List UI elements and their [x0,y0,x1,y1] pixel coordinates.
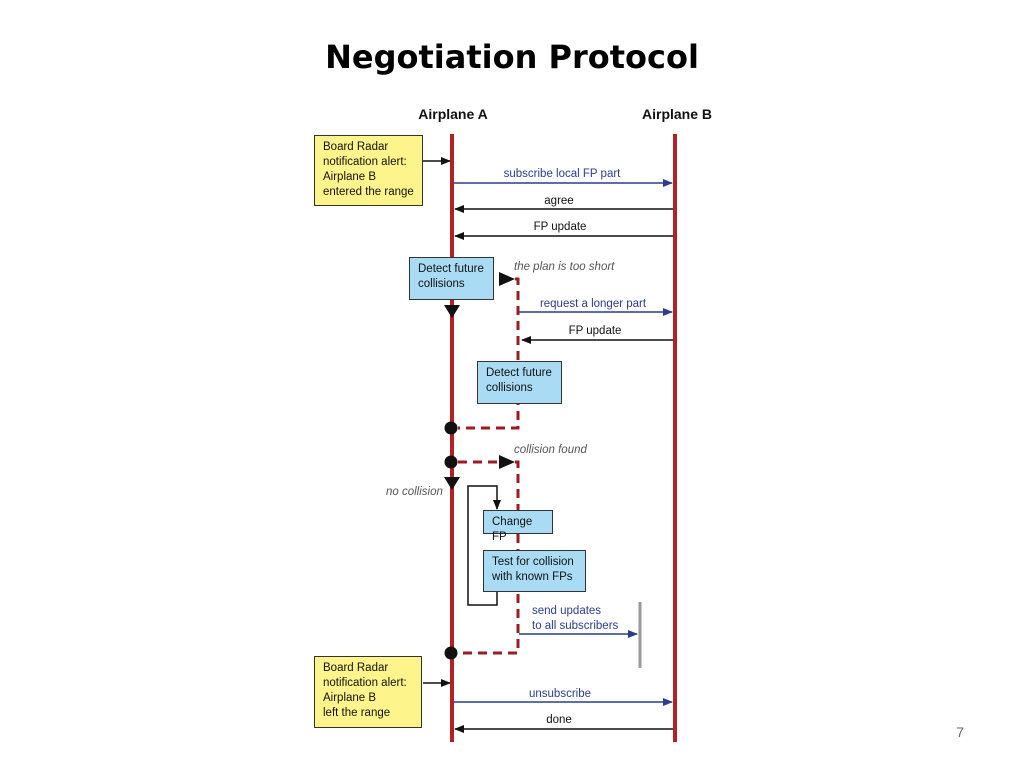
note-plan-too-short: the plan is too short [514,261,615,273]
radar-leave-line-2: notification alert: [323,677,407,689]
junction-dot-1 [444,421,458,435]
label-fp-update-2: FP update [568,325,622,337]
dashed-branch-plan-short [458,277,520,430]
detect2-line-1: Detect future [486,367,552,379]
test-collision-box: Test for collision with known FPs [483,550,586,592]
radar-leave-note: Board Radar notification alert: Airplane… [314,656,422,728]
radar-enter-line-4: entered the range [323,186,414,198]
branch-arrowhead-collision [499,455,515,469]
label-done: done [546,714,572,726]
radar-leave-line-4: left the range [323,707,391,719]
radar-leave-line-3: Airplane B [323,692,377,704]
label-fp-update-1: FP update [533,221,587,233]
flow-arrowhead-down-2 [444,477,460,490]
label-subscribe: subscribe local FP part [503,168,621,180]
radar-enter-line-3: Airplane B [323,171,377,183]
detect-collisions-box-2: Detect future collisions [477,361,562,404]
radar-leave-line-1: Board Radar [323,662,389,674]
change-fp-label: Change FP [492,516,533,543]
page-number: 7 [956,724,964,740]
radar-enter-line-2: notification alert: [323,156,407,168]
send-updates-line-1: send updates [532,605,602,617]
radar-enter-note: Board Radar notification alert: Airplane… [314,135,423,206]
detect1-line-1: Detect future [418,263,484,275]
note-no-collision: no collision [386,486,443,498]
radar-enter-line-1: Board Radar [323,141,389,153]
detect-collisions-box-1: Detect future collisions [409,257,494,300]
test-line-1: Test for collision [492,556,574,568]
lane-title-airplane-a: Airplane A [418,106,488,122]
label-send-updates: send updates to all subscribers [532,604,618,634]
send-updates-line-2: to all subscribers [532,620,619,632]
change-fp-box: Change FP [483,510,553,543]
test-line-2: with known FPs [492,571,573,583]
detect2-line-2: collisions [486,382,533,394]
branch-arrowhead-plan-short [499,272,515,286]
flow-arrowhead-down-1 [444,305,460,318]
note-collision-found: collision found [514,444,587,456]
junction-dot-2 [444,455,458,469]
slide-title: Negotiation Protocol [325,38,699,76]
detect1-line-2: collisions [418,278,465,290]
label-unsubscribe: unsubscribe [528,688,592,700]
lane-title-airplane-b: Airplane B [641,106,713,122]
label-request-longer: request a longer part [539,298,647,310]
junction-dot-3 [444,646,458,660]
loop-arrow [467,485,501,606]
label-agree: agree [544,195,574,207]
